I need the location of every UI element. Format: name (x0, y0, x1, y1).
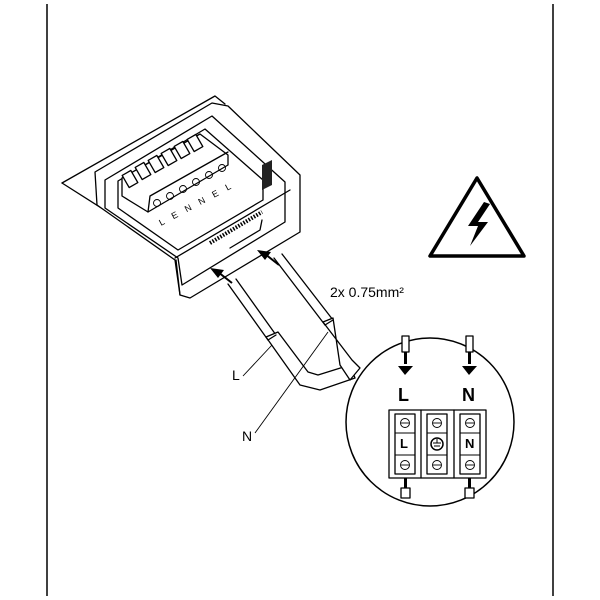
earth-ground-icon (430, 437, 444, 451)
high-voltage-warning-icon (428, 176, 526, 258)
wire-spec-label: 2x 0.75mm² (330, 284, 404, 300)
terminal-buttons (121, 133, 204, 189)
terminal-label-neutral: N (465, 436, 475, 451)
mounting-plate (61, 95, 226, 184)
terminal-label-live: L (400, 436, 408, 451)
leader-L (242, 344, 273, 377)
junction-box: LENNEL (94, 102, 301, 299)
terminal-block-detail (388, 409, 487, 479)
wiring-detail-magnifier (345, 335, 515, 507)
detail-input-label-live: L (398, 385, 409, 405)
wire-label-neutral: N (242, 428, 253, 444)
insert-arrows (210, 250, 280, 284)
detail-input-label-neutral: N (462, 385, 475, 405)
leader-N (254, 331, 329, 434)
wires (227, 253, 361, 391)
wire-label-live: L (232, 367, 240, 383)
